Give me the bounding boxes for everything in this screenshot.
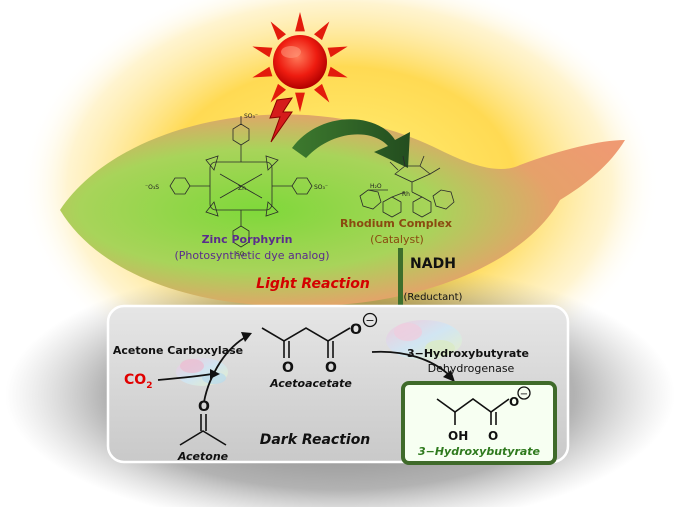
zinc-porphyrin-structure — [169, 116, 313, 248]
dehydrogenase-label-line1: 3−Hydroxybutyrate — [407, 347, 529, 360]
acetoacetate-oxide-oxygen: O — [350, 322, 362, 338]
so3-bottom-label: SO₃⁻ — [236, 251, 250, 258]
acetone-carboxylase-label: Acetone Carboxylase — [113, 344, 243, 357]
sun-ray — [327, 66, 348, 78]
acetoacetate-charge-circle — [362, 312, 378, 328]
sun-ray — [314, 83, 330, 103]
dark-reaction-label: Dark Reaction — [260, 432, 371, 448]
carboxylase-arrow — [203, 337, 245, 403]
hydroxybutyrate-structure — [436, 398, 510, 425]
sun-ray — [295, 12, 305, 32]
dehydrogenase-arrow — [371, 350, 449, 375]
acetone-label: Acetone — [177, 450, 229, 463]
acetoacetate-label: Acetoacetate — [269, 377, 352, 390]
electron-transfer-arrow — [292, 119, 410, 168]
rhodium-complex-subtitle: (Catalyst) — [370, 233, 424, 246]
sun-ray — [270, 21, 286, 41]
reductant-label: (Reductant) — [404, 292, 463, 303]
sun-ray — [327, 46, 348, 58]
rhodium-metal-label: Rh — [402, 191, 410, 198]
product-hydroxyl: OH — [448, 429, 468, 443]
dehydrogenase-arrow-head — [443, 370, 455, 382]
lightning-bolt-icon — [269, 97, 294, 143]
sun-icon — [252, 12, 348, 112]
carboxylase-arrow-head — [241, 332, 252, 342]
so3-top-label: SO₃⁻ — [244, 113, 258, 120]
sun-ray — [252, 46, 273, 58]
zinc-porphyrin-title: Zinc Porphyrin — [202, 233, 293, 246]
acetoacetate-ketone-oxygen: O — [282, 360, 294, 376]
acetone-oxygen: O — [198, 399, 210, 415]
rhodium-complex-title: Rhodium Complex — [340, 217, 452, 230]
acetoacetate-structure — [261, 327, 351, 358]
product-oxide-oxygen: O — [509, 395, 519, 409]
nadh-label: NADH — [410, 256, 456, 272]
sun-ray — [314, 21, 330, 41]
product-label: 3−Hydroxybutyrate — [418, 445, 541, 458]
product-charge-circle — [517, 386, 531, 400]
sun-ray — [295, 92, 305, 112]
leaf-shape — [60, 114, 625, 307]
acetoacetate-carbonyl-oxygen: O — [325, 360, 337, 376]
zinc-label: Zn — [238, 185, 246, 192]
so3-right-label: SO₃⁻ — [314, 184, 328, 191]
acetone-structure — [179, 414, 227, 446]
dehydrogenase-protein-image — [386, 320, 462, 360]
co2-label: CO2 — [124, 372, 152, 391]
acetoacetate-charge-sign: − — [365, 314, 374, 327]
water-label: H₂O — [370, 183, 382, 190]
product-charge-sign: − — [520, 389, 528, 400]
so3-left-label: ⁻O₃S — [145, 184, 159, 191]
zinc-porphyrin-subtitle: (Photosynthetic dye analog) — [174, 249, 329, 262]
product-carbonyl-oxygen: O — [488, 429, 498, 443]
product-box — [401, 381, 557, 465]
sun-ray — [270, 83, 286, 103]
light-reaction-label: Light Reaction — [256, 276, 370, 292]
dehydrogenase-label-line2: Dehydrogenase — [428, 362, 515, 375]
co2-arrow — [157, 373, 213, 381]
rhodium-complex-structure — [359, 155, 455, 218]
sun-ray — [252, 66, 273, 78]
